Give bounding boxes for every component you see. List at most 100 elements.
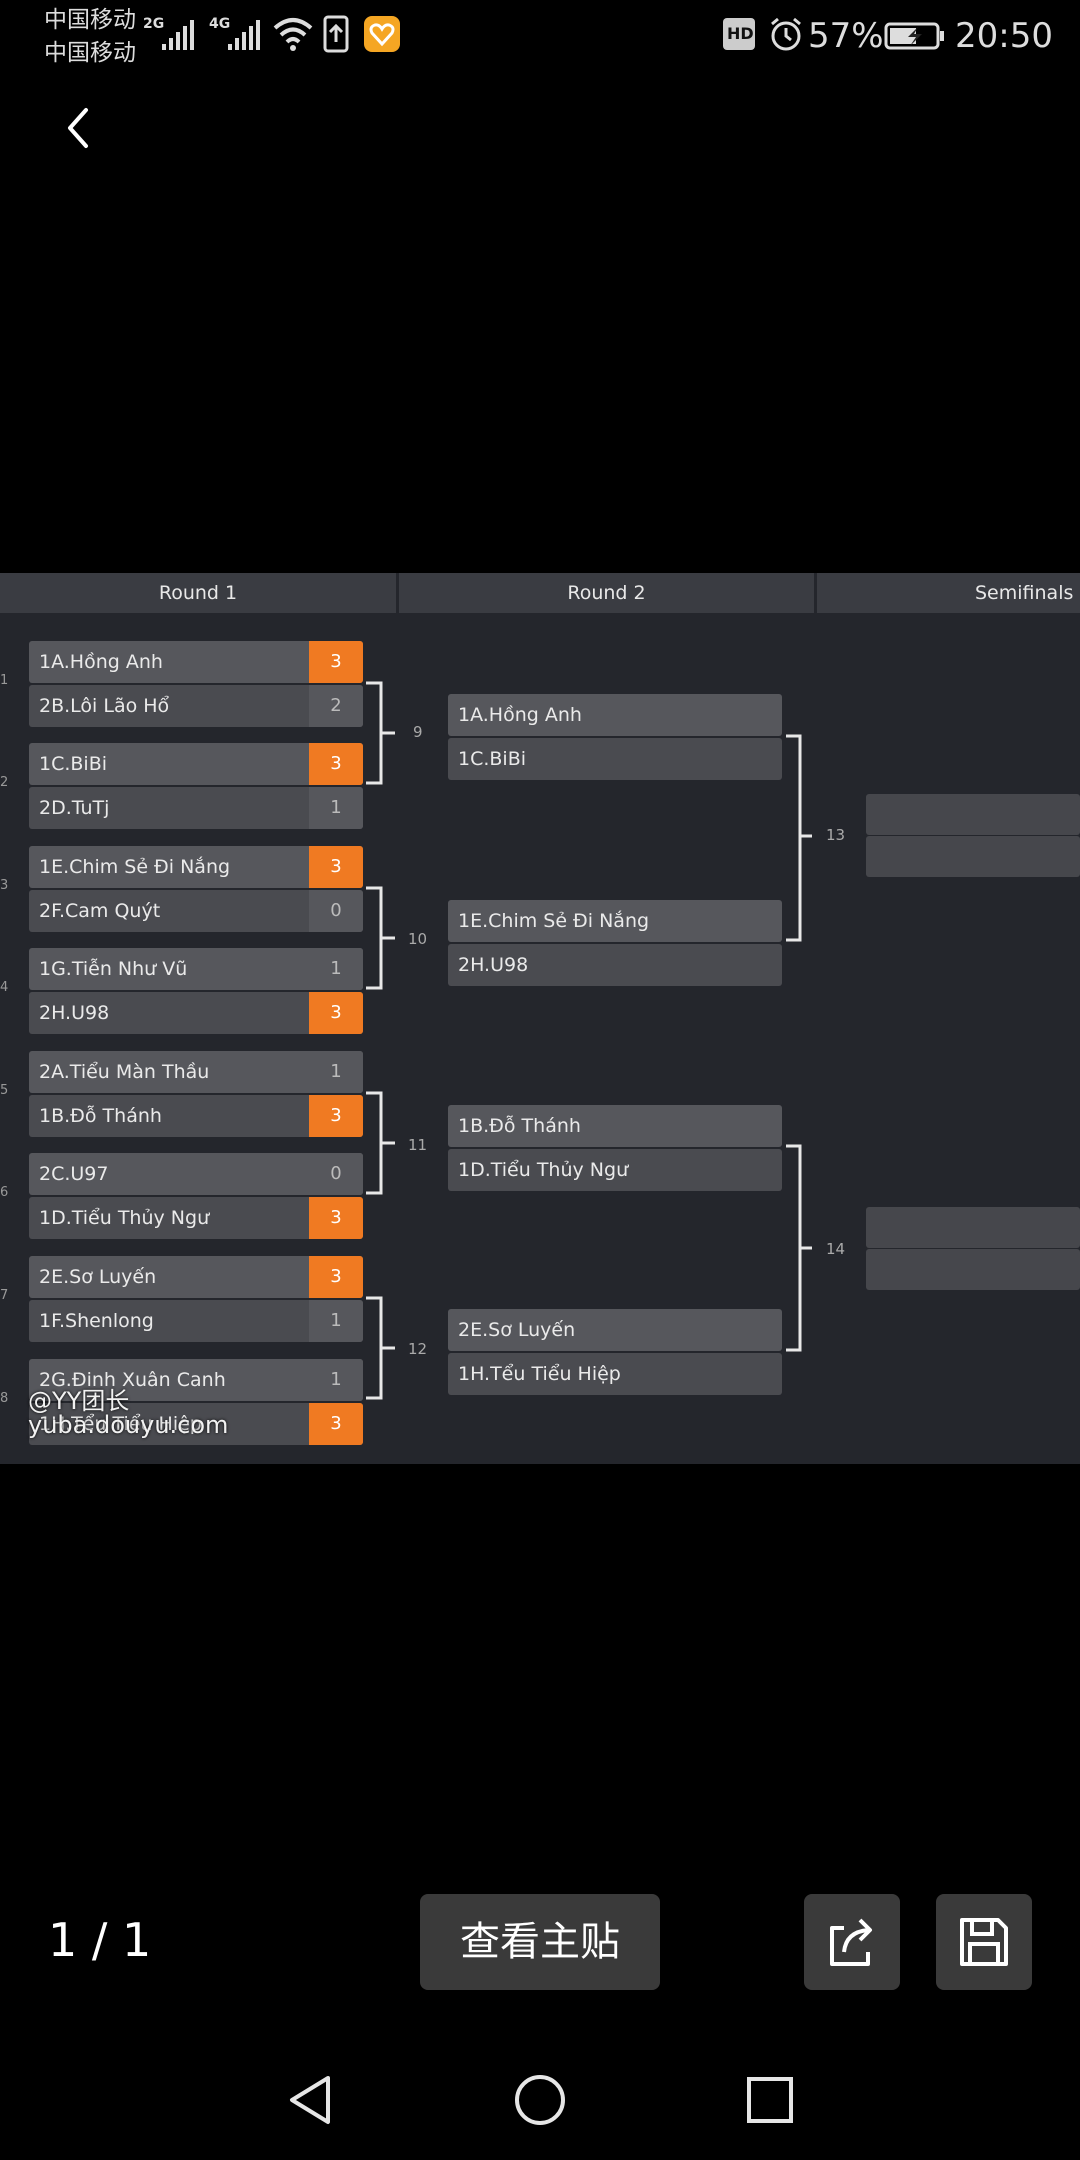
network-type-1: 2G [143, 16, 165, 32]
team-score: 3 [309, 641, 363, 683]
match-number-9: 9 [413, 723, 423, 741]
match-edge-number: 5 [0, 1083, 9, 1098]
bracket-lines [366, 681, 812, 1400]
round2-team-row: 1H.Tểu Tiểu Hiệp [448, 1353, 782, 1395]
team-name: 1H.Tểu Tiểu Hiệp [458, 1363, 621, 1385]
team-name: 2G.Đinh Xuân Canh [39, 1369, 226, 1391]
battery-percent: 57% [808, 16, 884, 56]
round1-team-row: 2A.Tiểu Màn Thầu 1 [29, 1051, 363, 1093]
round2-team-row: 1B.Đỗ Thánh [448, 1105, 782, 1147]
team-name: 1C.BiBi [39, 753, 108, 775]
semifinal-slot [866, 1207, 1080, 1248]
team-score: 1 [309, 1359, 363, 1401]
round2-team-row: 1C.BiBi [448, 738, 782, 780]
status-bar: 中国移动 中国移动 2G 4G HD 57% 20:50 [0, 0, 1080, 72]
round1-team-row: 1D.Tiểu Thủy Ngư 3 [29, 1197, 363, 1239]
team-score: 2 [309, 685, 363, 727]
battery-charging-icon [884, 22, 944, 50]
round2-team-row: 1E.Chim Sẻ Đi Nắng [448, 900, 782, 942]
team-score: 1 [309, 1300, 363, 1342]
team-name: 1D.Tiểu Thủy Ngư [458, 1159, 629, 1181]
team-name: 1E.Chim Sẻ Đi Nắng [39, 856, 231, 878]
carrier-label-2: 中国移动 [44, 40, 136, 66]
team-score: 1 [309, 1051, 363, 1093]
round1-team-row: 1H.Tểu Tiểu Hiệp 3 [29, 1403, 363, 1445]
home-circle-icon[interactable] [510, 2070, 570, 2130]
semifinal-slot [866, 836, 1080, 877]
team-name: 2C.U97 [39, 1163, 109, 1185]
alarm-icon [771, 17, 801, 51]
team-name: 1C.BiBi [458, 748, 527, 770]
clock: 20:50 [955, 16, 1053, 56]
watermark-site: yuba.douyu.com [28, 1411, 229, 1439]
team-score: 3 [309, 1256, 363, 1298]
signal-icon [162, 20, 194, 50]
page-counter: 1 / 1 [48, 1913, 152, 1967]
team-name: 2D.TuTj [39, 797, 110, 819]
round1-team-row: 2F.Cam Quýt 0 [29, 890, 363, 932]
recents-square-icon[interactable] [740, 2070, 800, 2130]
upload-icon [323, 15, 349, 53]
team-score: 0 [309, 1153, 363, 1195]
team-score: 3 [309, 743, 363, 785]
hd-badge: HD [727, 24, 754, 43]
team-name: 2E.Sơ Luyến [39, 1266, 157, 1288]
back-triangle-icon[interactable] [280, 2070, 340, 2130]
match-number-14: 14 [826, 1240, 846, 1258]
round1-team-row: 1E.Chim Sẻ Đi Nắng 3 [29, 846, 363, 888]
team-name: 1A.Hồng Anh [39, 651, 163, 673]
team-name: 2A.Tiểu Màn Thầu [39, 1061, 210, 1083]
round1-team-row: 2D.TuTj 1 [29, 787, 363, 829]
save-button[interactable] [936, 1894, 1032, 1990]
round-header-2: Round 2 [399, 573, 814, 613]
team-name: 1H.Tểu Tiểu Hiệp [39, 1413, 202, 1435]
round1-team-row: 2H.U98 3 [29, 992, 363, 1034]
team-name: 1G.Tiễn Như Vũ [39, 958, 188, 980]
share-icon [830, 1918, 872, 1966]
round2-team-row: 1D.Tiểu Thủy Ngư [448, 1149, 782, 1191]
match-number-12: 12 [408, 1340, 428, 1358]
team-name: 1A.Hồng Anh [458, 704, 582, 726]
round-header-3: Semifinals [817, 573, 1080, 613]
team-score: 3 [309, 1095, 363, 1137]
round1-team-row: 2C.U97 0 [29, 1153, 363, 1195]
team-name: 1B.Đỗ Thánh [39, 1105, 162, 1127]
semifinal-slot [866, 794, 1080, 835]
carrier-label-1: 中国移动 [44, 7, 136, 33]
match-edge-number: 6 [0, 1185, 9, 1200]
round1-team-row: 1F.Shenlong 1 [29, 1300, 363, 1342]
match-number-11: 11 [408, 1136, 428, 1154]
share-button[interactable] [804, 1894, 900, 1990]
match-edge-number: 8 [0, 1391, 9, 1406]
round-header-1: Round 1 [0, 573, 396, 613]
watermark-user: @YY团长 [28, 1387, 130, 1415]
team-name: 1D.Tiểu Thủy Ngư [39, 1207, 210, 1229]
app-heart-icon [364, 16, 400, 52]
round2-team-row: 2E.Sơ Luyến [448, 1309, 782, 1351]
team-name: 1F.Shenlong [39, 1310, 154, 1332]
team-score: 3 [309, 1197, 363, 1239]
team-name: 2E.Sơ Luyến [458, 1319, 576, 1341]
hd-badge-icon [723, 18, 755, 50]
team-name: 2H.U98 [39, 1002, 110, 1024]
match-edge-number: 2 [0, 775, 9, 790]
team-score: 3 [309, 846, 363, 888]
match-edge-number: 4 [0, 980, 9, 995]
team-name: 2F.Cam Quýt [39, 900, 161, 922]
round1-team-row: 1B.Đỗ Thánh 3 [29, 1095, 363, 1137]
match-edge-number: 3 [0, 878, 9, 893]
back-arrow-icon[interactable] [56, 100, 106, 156]
team-score: 0 [309, 890, 363, 932]
network-type-2: 4G [209, 16, 231, 32]
round1-team-row: 1C.BiBi 3 [29, 743, 363, 785]
match-edge-number: 1 [0, 673, 9, 688]
team-score: 1 [309, 787, 363, 829]
wifi-icon [273, 18, 313, 51]
team-score: 3 [309, 1403, 363, 1445]
view-original-post-button[interactable]: 查看主贴 [420, 1894, 660, 1990]
round2-team-row: 2H.U98 [448, 944, 782, 986]
team-score: 3 [309, 992, 363, 1034]
